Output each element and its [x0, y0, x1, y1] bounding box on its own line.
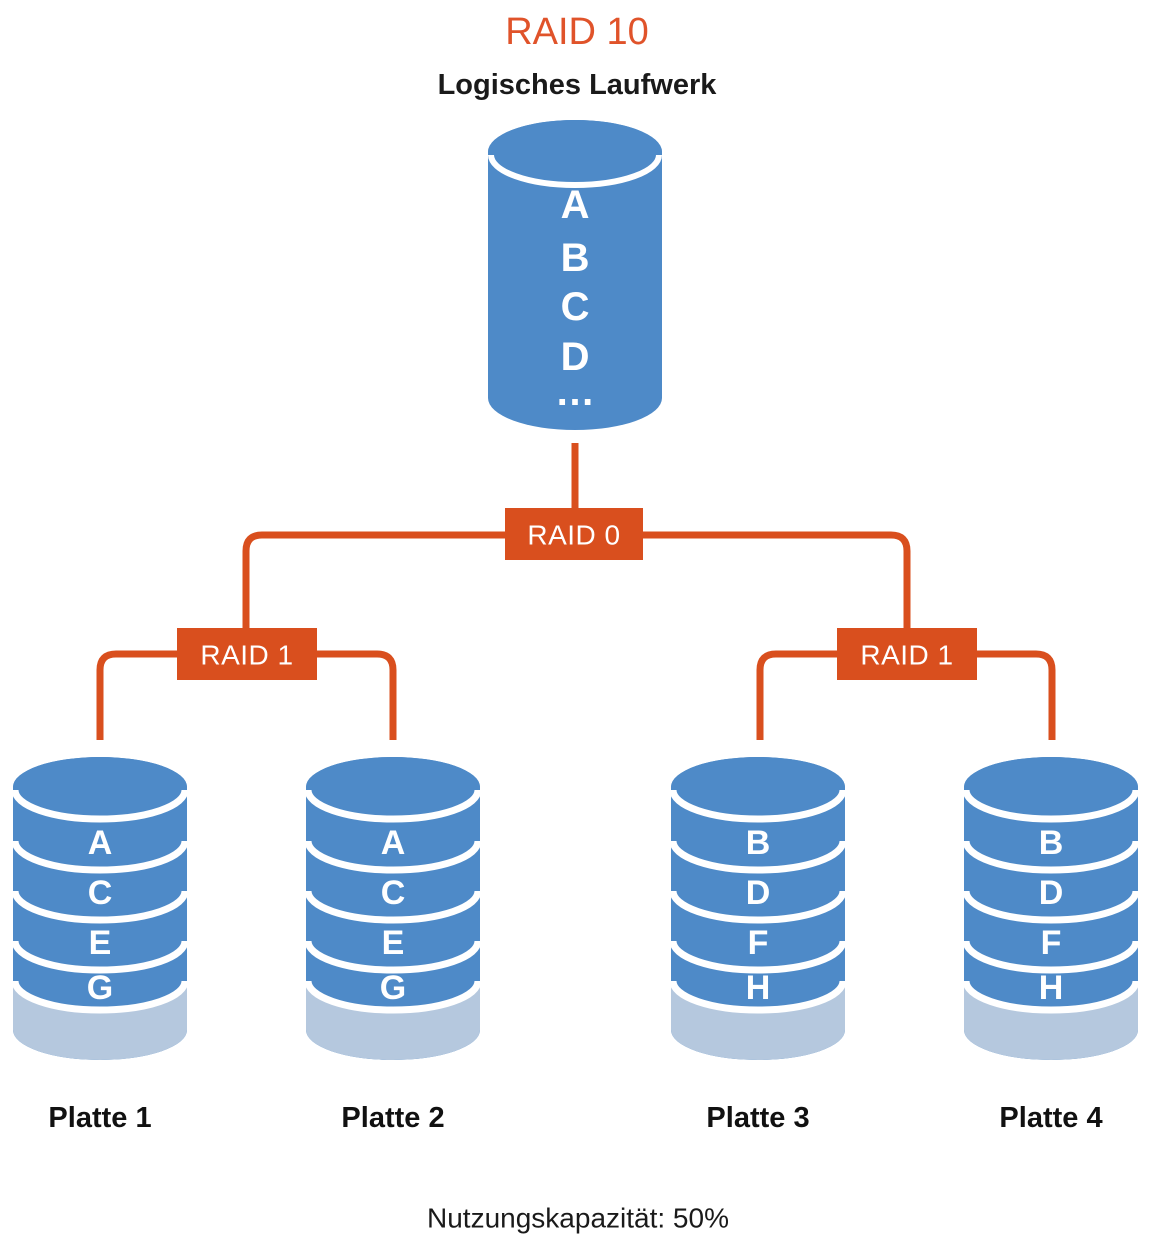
- disk-name: Platte 1: [48, 1102, 151, 1134]
- raid1-left-box: [177, 628, 317, 680]
- raid0-left-branch: [242, 531, 505, 628]
- raid1-left-branch-a: [96, 650, 177, 740]
- raid1-right-label: RAID 1: [860, 640, 953, 671]
- drive-block: C: [561, 285, 590, 329]
- disk-block: F: [748, 924, 769, 962]
- disk-block: B: [1039, 824, 1064, 862]
- raid0-box: [505, 508, 643, 560]
- disk-block: C: [88, 874, 113, 912]
- drive-block: D: [561, 335, 590, 379]
- disk-platte-1: A C E G Platte 1: [13, 757, 187, 1134]
- capacity-caption: Nutzungskapazität: 50%: [427, 1203, 729, 1234]
- raid0-label: RAID 0: [527, 520, 620, 551]
- disk-platte-4: B D F H Platte 4: [964, 757, 1138, 1134]
- drive-block: …: [555, 370, 595, 414]
- raid1-left-node: RAID 1: [177, 628, 317, 680]
- page-title: RAID 10: [505, 11, 649, 53]
- disk-block: A: [381, 824, 406, 862]
- disk-block: B: [746, 824, 771, 862]
- connector-lines: [96, 443, 1056, 740]
- disk-block: C: [381, 874, 406, 912]
- disk-platte-3: B D F H Platte 3: [671, 757, 845, 1134]
- logical-drive-caption: Logisches Laufwerk: [438, 69, 718, 101]
- disk-name: Platte 4: [999, 1102, 1102, 1134]
- raid0-node: RAID 0: [505, 508, 643, 560]
- drive-block: A: [561, 183, 590, 227]
- disk-block: F: [1041, 924, 1062, 962]
- disk-platte-2: A C E G Platte 2: [306, 757, 480, 1134]
- raid0-right-branch: [643, 531, 911, 628]
- raid1-right-branch-a: [756, 650, 837, 740]
- disk-name: Platte 2: [341, 1102, 444, 1134]
- disk-block: E: [382, 924, 405, 962]
- disk-block: D: [746, 874, 771, 912]
- disk-block: H: [1039, 969, 1064, 1007]
- raid1-left-branch-b: [317, 650, 397, 740]
- cylinder-rim: [488, 154, 662, 188]
- disk-block: H: [746, 969, 771, 1007]
- disk-name: Platte 3: [706, 1102, 809, 1134]
- cylinder-top-face: [488, 120, 662, 184]
- disk-block: G: [87, 969, 113, 1007]
- disk-block: A: [88, 824, 113, 862]
- raid1-right-box: [837, 628, 977, 680]
- disk-block: E: [89, 924, 112, 962]
- raid1-right-branch-b: [977, 650, 1056, 740]
- disk-block: G: [380, 969, 406, 1007]
- disk-block: D: [1039, 874, 1064, 912]
- logical-drive-cylinder: A B C D …: [488, 120, 662, 430]
- cylinder-body: [488, 120, 662, 430]
- raid1-right-node: RAID 1: [837, 628, 977, 680]
- raid1-left-label: RAID 1: [200, 640, 293, 671]
- drive-block: B: [561, 236, 590, 280]
